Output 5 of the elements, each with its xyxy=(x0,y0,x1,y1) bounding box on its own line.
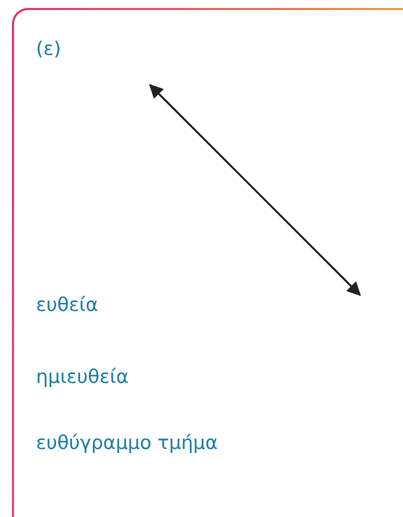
answer-option: ευθεία xyxy=(36,294,98,316)
answer-option: ημιευθεία xyxy=(36,366,129,388)
card-background xyxy=(12,8,403,517)
answer-option: ευθύγραμμο τμήμα xyxy=(36,432,218,454)
line-name-label: (ε) xyxy=(36,38,62,60)
